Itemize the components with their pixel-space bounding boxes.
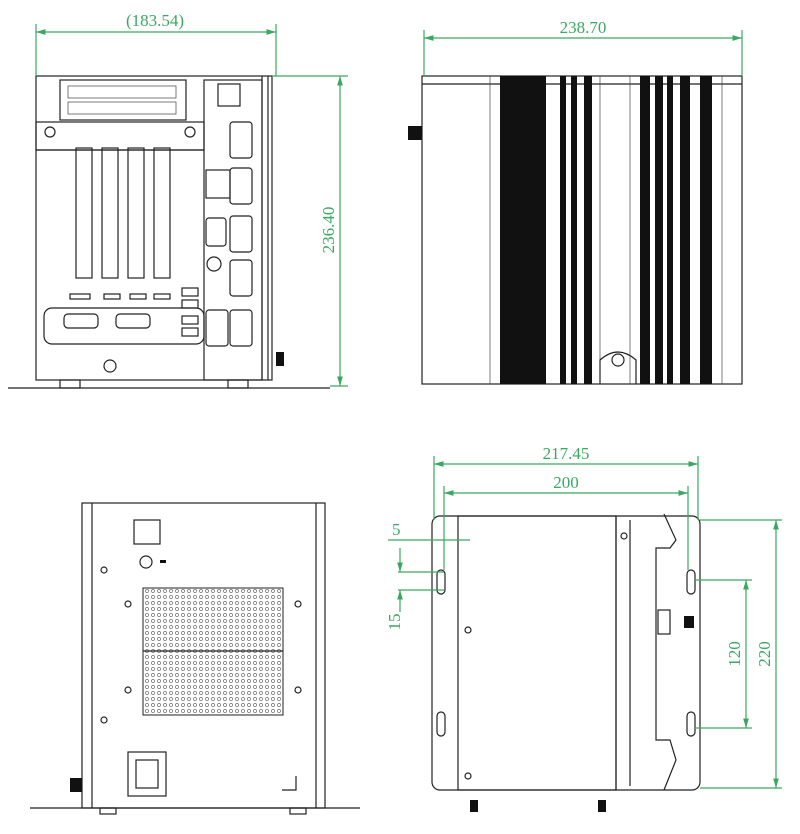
- rear-switch: [133, 519, 161, 545]
- front-width-label: (183.54): [126, 11, 184, 30]
- mount-slot-pitch-label: 120: [725, 641, 744, 667]
- front-height-label: 236.40: [319, 207, 338, 254]
- expansion-slots: [75, 147, 171, 279]
- mount-overall-label: 217.45: [543, 444, 590, 463]
- side-view: 238.70: [408, 18, 743, 385]
- side-depth-label: 238.70: [560, 18, 607, 37]
- front-panel: [35, 75, 273, 381]
- power-button: [217, 83, 241, 107]
- mount-height-label: 220: [755, 641, 774, 667]
- heatsink-fins: [489, 76, 723, 384]
- mount-view: 217.45 200 5 15 220 120: [385, 444, 782, 812]
- rear-view: [30, 502, 360, 815]
- mounting-plate: [431, 515, 701, 791]
- mount-slot-label: 15: [385, 614, 404, 631]
- mount-pitch-label: 200: [553, 473, 579, 492]
- power-inlet: [127, 751, 167, 797]
- drive-bay: [59, 79, 187, 121]
- chassis-body: [457, 515, 617, 791]
- thumbscrew: [408, 126, 422, 140]
- side-panel: [421, 75, 743, 385]
- mount-edge-label: 5: [392, 520, 401, 539]
- rear-panel: [81, 502, 326, 809]
- front-view: (183.54) 236.40: [8, 11, 348, 389]
